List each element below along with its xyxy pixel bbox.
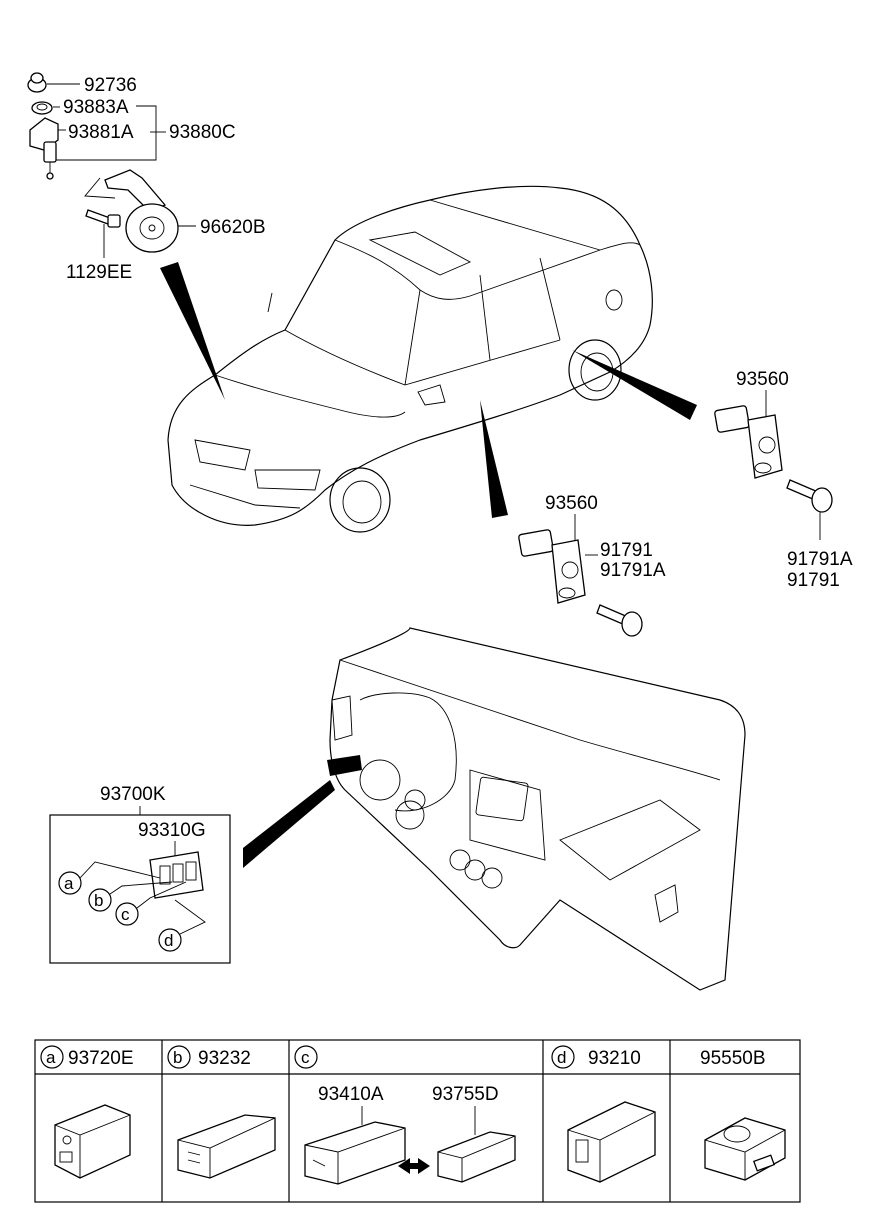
- screw-icon: [786, 479, 833, 513]
- svg-text:c: c: [121, 905, 130, 924]
- module-icon: [704, 1117, 786, 1181]
- screw-icon: [596, 604, 643, 637]
- label-93755D: 93755D: [432, 1084, 499, 1105]
- label-93883A: 93883A: [63, 97, 129, 118]
- svg-text:b: b: [94, 891, 103, 910]
- svg-text:b: b: [173, 1048, 182, 1067]
- switch-c2-icon: [437, 1131, 516, 1183]
- svg-text:d: d: [164, 931, 173, 950]
- header-part-93232: 93232: [198, 1048, 251, 1069]
- pointer-horn: [160, 262, 225, 400]
- label-93310G: 93310G: [138, 820, 206, 841]
- label-91791A-rear: 91791A: [787, 549, 853, 570]
- door-switch-icon: [518, 529, 586, 604]
- header-part-93720E: 93720E: [68, 1048, 134, 1069]
- label-93560-rear: 93560: [736, 369, 789, 390]
- label-96620B: 96620B: [200, 217, 266, 238]
- dashboard-outline: [327, 627, 746, 991]
- label-91791-front: 91791: [600, 540, 653, 561]
- pointer-rear-door: [572, 350, 697, 420]
- horn-grommet-icon: [31, 101, 53, 115]
- header-part-95550B: 95550B: [700, 1048, 766, 1069]
- parts-table: a 93720E b 93232 c d 93210 95550B: [34, 1039, 801, 1203]
- label-91791-rear: 91791: [787, 570, 840, 591]
- table-header-a: a 93720E: [40, 1045, 134, 1069]
- label-1129EE: 1129EE: [66, 262, 132, 283]
- svg-text:d: d: [557, 1048, 566, 1067]
- horn-assembly: 92736 93883A 93881A 93880C 96620B: [27, 72, 266, 283]
- callout-c: c: [115, 881, 187, 926]
- table-header-d: d 93210: [551, 1045, 641, 1069]
- label-93410A: 93410A: [318, 1084, 384, 1105]
- horn-cap-icon: [27, 72, 47, 93]
- label-91791A-front: 91791A: [600, 560, 666, 581]
- switch-a-icon: [54, 1104, 131, 1179]
- switch-panel-icon: [149, 851, 204, 899]
- switch-b-icon: [177, 1114, 276, 1179]
- header-part-93210: 93210: [588, 1048, 641, 1069]
- label-92736: 92736: [84, 75, 137, 96]
- switch-d-icon: [567, 1101, 656, 1183]
- table-header-b: b 93232: [167, 1045, 251, 1069]
- pointer-front-door: [480, 400, 508, 518]
- horn-switch-icon: [29, 117, 59, 180]
- bolt-icon: [85, 209, 121, 228]
- car-outline: [167, 185, 653, 533]
- svg-text:a: a: [64, 874, 74, 893]
- door-switch-icon: [714, 405, 783, 479]
- table-header-e: 95550B: [700, 1048, 766, 1069]
- table-header-c: c: [294, 1045, 318, 1069]
- rear-door-switch-group: 93560 91791A 91791: [714, 369, 853, 591]
- label-93700K: 93700K: [100, 784, 166, 805]
- double-arrow-icon: [398, 1158, 430, 1174]
- label-93560-front: 93560: [545, 493, 598, 514]
- label-93881A: 93881A: [68, 122, 134, 143]
- svg-text:a: a: [46, 1048, 56, 1067]
- svg-text:c: c: [301, 1048, 310, 1067]
- callout-d: d: [158, 899, 206, 952]
- pointer-switch-panel: [243, 780, 335, 868]
- switch-panel-box: 93700K 93310G a b c d: [49, 784, 231, 964]
- callout-b: b: [88, 881, 173, 912]
- callout-a: a: [58, 861, 161, 895]
- label-93880C: 93880C: [169, 122, 236, 143]
- switch-c1-icon: [304, 1121, 406, 1185]
- horn-icon: [104, 169, 179, 253]
- front-door-switch-group: 93560 91791 91791A: [518, 493, 666, 637]
